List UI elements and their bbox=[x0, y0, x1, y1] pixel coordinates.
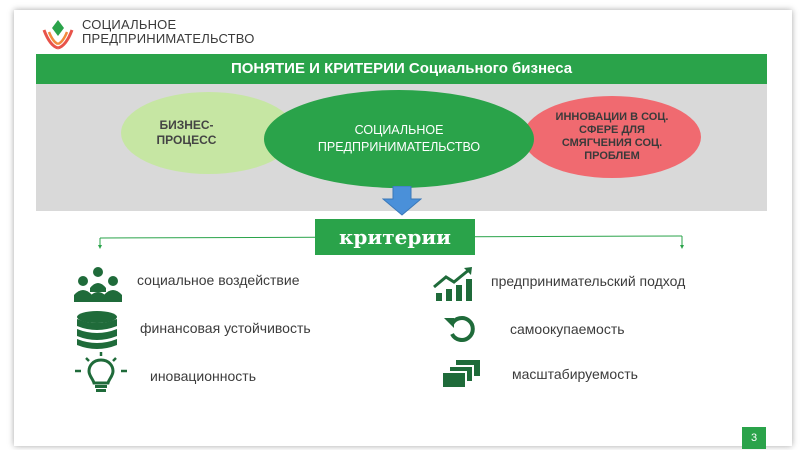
social-entrepreneurship-ellipse: СОЦИАЛЬНОЕ ПРЕДПРИНИМАТЕЛЬСТВО bbox=[264, 90, 534, 188]
social-entrepreneurship-label: СОЦИАЛЬНОЕ ПРЕДПРИНИМАТЕЛЬСТВО bbox=[317, 123, 481, 154]
criterion-innovativeness: иновационность bbox=[150, 368, 256, 384]
layers-icon bbox=[441, 360, 480, 389]
cycle-arrow-icon bbox=[444, 316, 475, 342]
people-group-icon bbox=[74, 267, 122, 302]
logo-text: СОЦИАЛЬНОЕ ПРЕДПРИНИМАТЕЛЬСТВО bbox=[82, 18, 255, 45]
criterion-entrepreneurial-approach: предпринимательский подход bbox=[491, 273, 686, 289]
innovation-label: ИННОВАЦИИ В СОЦ. СФЕРЕ ДЛЯ СМЯГЧЕНИЯ СОЦ… bbox=[555, 111, 669, 162]
logo-line-2: ПРЕДПРИНИМАТЕЛЬСТВО bbox=[82, 31, 255, 46]
criterion-self-sufficiency: самоокупаемость bbox=[510, 321, 625, 337]
criterion-social-impact: социальное воздействие bbox=[137, 272, 300, 288]
criteria-title: критерии bbox=[338, 225, 452, 249]
logo: СОЦИАЛЬНОЕ ПРЕДПРИНИМАТЕЛЬСТВО bbox=[40, 14, 270, 54]
business-process-label: БИЗНЕС- ПРОЦЕСС bbox=[156, 118, 217, 147]
criterion-financial-sustainability: финансовая устойчивость bbox=[140, 320, 311, 336]
innovation-ellipse: ИННОВАЦИИ В СОЦ. СФЕРЕ ДЛЯ СМЯГЧЕНИЯ СОЦ… bbox=[523, 96, 701, 178]
page-number: 3 bbox=[742, 427, 766, 449]
light-bulb-icon bbox=[75, 352, 127, 392]
slide-title: ПОНЯТИЕ И КРИТЕРИИ Социального бизнеса bbox=[230, 60, 573, 77]
criterion-scalability: масштабируемость bbox=[512, 366, 638, 382]
logo-emblem-icon bbox=[42, 20, 74, 50]
growth-chart-icon bbox=[433, 267, 472, 301]
logo-line-1: СОЦИАЛЬНОЕ bbox=[82, 17, 177, 32]
database-stack-icon bbox=[77, 311, 117, 349]
criteria-title-box: критерии bbox=[315, 219, 475, 255]
down-arrow-icon bbox=[382, 186, 422, 216]
title-banner: ПОНЯТИЕ И КРИТЕРИИ Социального бизнеса bbox=[36, 54, 767, 84]
